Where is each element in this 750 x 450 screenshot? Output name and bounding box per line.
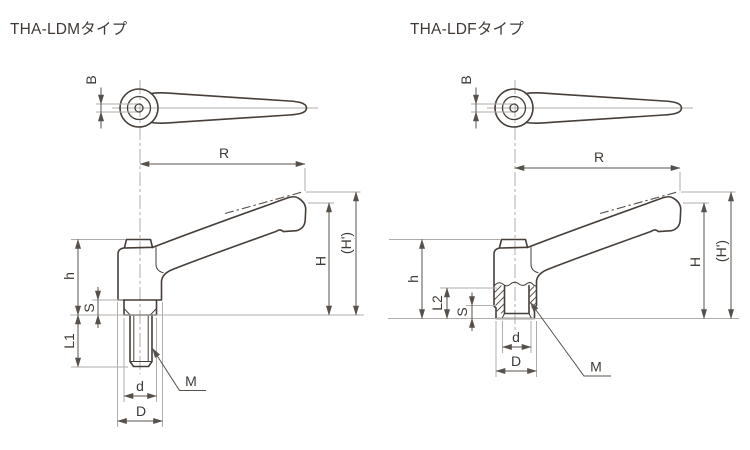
ldf-center-hole: [509, 103, 519, 113]
ldm-lever-arm-top-view: [150, 91, 308, 125]
ldm-dim-label-h: h: [61, 272, 77, 280]
ldf-dim-label-M: M: [590, 359, 602, 375]
ldf-dim-label-B: B: [458, 75, 474, 84]
ldm-right-dimensions: H (H'): [306, 191, 361, 316]
ldm-dim-label-L1: L1: [61, 333, 77, 349]
ldf-body-and-handle: [493, 195, 682, 320]
ldm-dim-label-R: R: [219, 145, 229, 161]
ldm-left-dimensions: h S L1: [61, 238, 364, 368]
ldf-dim-label-h: h: [405, 275, 421, 283]
ldf-top-view: B: [458, 75, 693, 332]
ldf-dim-label-Hprime: (H'): [713, 240, 729, 262]
ldm-cap: [123, 238, 154, 249]
ldm-dim-label-M: M: [185, 373, 197, 389]
ldf-boss-outer-circle: [494, 88, 534, 128]
ldf-hatch-right: [528, 286, 537, 308]
ldm-dim-label-d: d: [136, 378, 144, 394]
ldm-r-dimension: R: [139, 145, 306, 191]
ldf-lever-arm-top-view: [525, 91, 683, 125]
ldf-dim-label-L2: L2: [429, 295, 445, 311]
ldm-raised-position-line: [224, 190, 305, 215]
ldm-bottom-dimensions: d D M: [116, 302, 206, 427]
ldf-right-dimensions: H (H'): [681, 191, 736, 320]
ldf-dim-label-D: D: [511, 353, 521, 369]
ldf-boss-inner-circle: [501, 95, 527, 121]
ldf-dim-label-R: R: [594, 149, 604, 165]
ldm-dim-label-H: H: [313, 256, 329, 266]
ldf-dim-label-S: S: [454, 307, 470, 316]
ldf-bore-chamfers: [501, 313, 532, 319]
ldf-bottom-dimensions: d D M: [495, 301, 611, 377]
ldf-r-dimension: R: [514, 149, 681, 191]
ldm-body-and-handle: [117, 195, 307, 301]
ldf-left-dimensions: h L2 S: [388, 238, 739, 331]
ldm-dim-label-Hprime: (H'): [338, 232, 354, 254]
ldm-threaded-stud: [129, 314, 153, 368]
ldm-collar-chamfers: [124, 308, 157, 316]
ldm-title: THA-LDMタイプ: [10, 20, 128, 38]
ldf-dim-label-d: d: [512, 329, 520, 345]
ldm-dim-label-S: S: [81, 303, 97, 312]
ldf-break-line: [494, 281, 537, 287]
ldf-m-leader: [530, 301, 611, 377]
ldf-cap: [498, 238, 529, 249]
ldm-boss-inner-circle: [126, 95, 152, 121]
ldf-front-view: [493, 190, 682, 320]
ldf-boss-edge-line: [530, 247, 539, 274]
ldf-dim-label-H: H: [687, 257, 703, 267]
ldm-dim-label-D: D: [136, 403, 146, 419]
ldm-boss-outer-circle: [119, 88, 159, 128]
ldm-dim-label-B: B: [83, 75, 99, 84]
ldf-title: THA-LDFタイプ: [410, 20, 524, 38]
ldm-center-hole: [134, 103, 144, 113]
ldm-top-view: B: [83, 75, 318, 374]
ldm-boss-edge-line: [155, 247, 164, 274]
ldm-front-view: [117, 190, 307, 368]
ldm-m-leader: [152, 347, 206, 391]
ldf-hatch-left: [494, 285, 505, 314]
ldm-diagram: THA-LDMタイプ B R: [10, 20, 364, 427]
ldf-diagram: THA-LDFタイプ B R: [388, 20, 739, 377]
ldf-raised-position-line: [599, 190, 680, 215]
